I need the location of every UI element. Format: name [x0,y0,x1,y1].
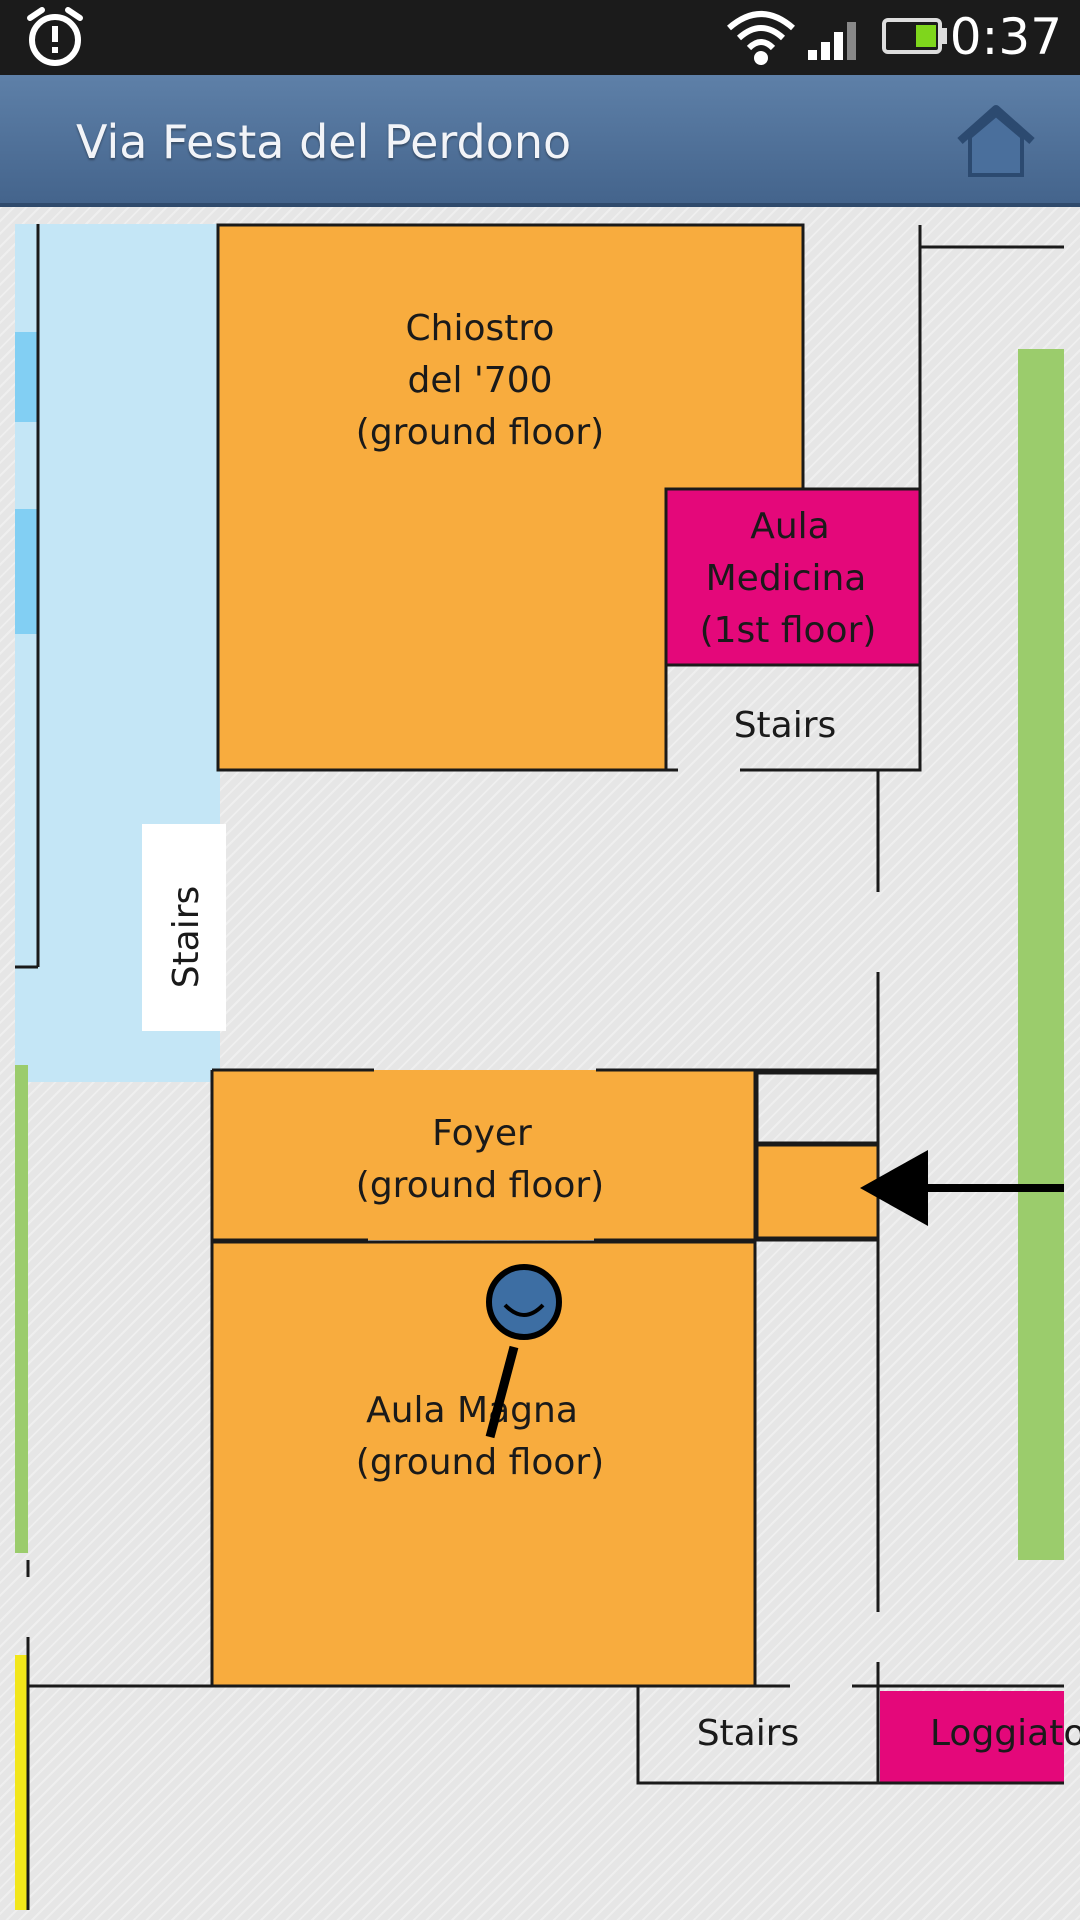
yellow-strip [15,1655,28,1910]
chiostro-label-3: (ground floor) [356,412,604,453]
home-icon[interactable] [952,101,1040,181]
room-aula-medicina[interactable] [664,487,922,667]
wifi-icon [727,11,795,65]
entrance-arrow-icon [860,1150,1064,1226]
room-loggiato[interactable] [880,1691,1064,1783]
clock: 0:37 [949,8,1062,66]
blue-strip [15,509,37,634]
aula-medicina-label-3: (1st floor) [700,610,877,651]
aula-magna-label-2: (ground floor) [356,1442,604,1483]
stairs-top-label[interactable]: Stairs [734,705,837,746]
room-foyer[interactable] [212,1070,755,1240]
stairs-left-label: Stairs [166,886,207,989]
green-strip [15,1065,28,1553]
aula-medicina-label-1: Aula [750,506,830,547]
foyer-label-1: Foyer [432,1113,532,1154]
green-strip [1018,349,1064,1560]
loggiato-label: Loggiato [930,1713,1080,1754]
signal-icon [808,22,856,60]
status-bar: 0:37 [0,0,1080,75]
stairs-bottom-label[interactable]: Stairs [697,1713,800,1754]
entrance-box [755,1143,880,1240]
foyer-label-2: (ground floor) [356,1165,604,1206]
battery-icon [882,18,947,54]
room-aula-magna[interactable] [210,1240,757,1688]
stairs-left[interactable] [142,824,226,1031]
page-title: Via Festa del Perdono [76,115,572,169]
alarm-icon [27,7,83,66]
action-bar: Via Festa del Perdono [0,75,1080,207]
floor-map[interactable]: Chiostro del '700 (ground floor) Aula Me… [0,207,1080,1920]
aula-magna-label-1: Aula Magna [366,1390,578,1431]
chiostro-label-1: Chiostro [406,308,555,349]
aula-medicina-label-2: Medicina [706,558,867,599]
chiostro-label-2: del '700 [407,360,552,401]
location-pin-icon[interactable] [485,1264,562,1439]
blue-strip [15,332,37,422]
